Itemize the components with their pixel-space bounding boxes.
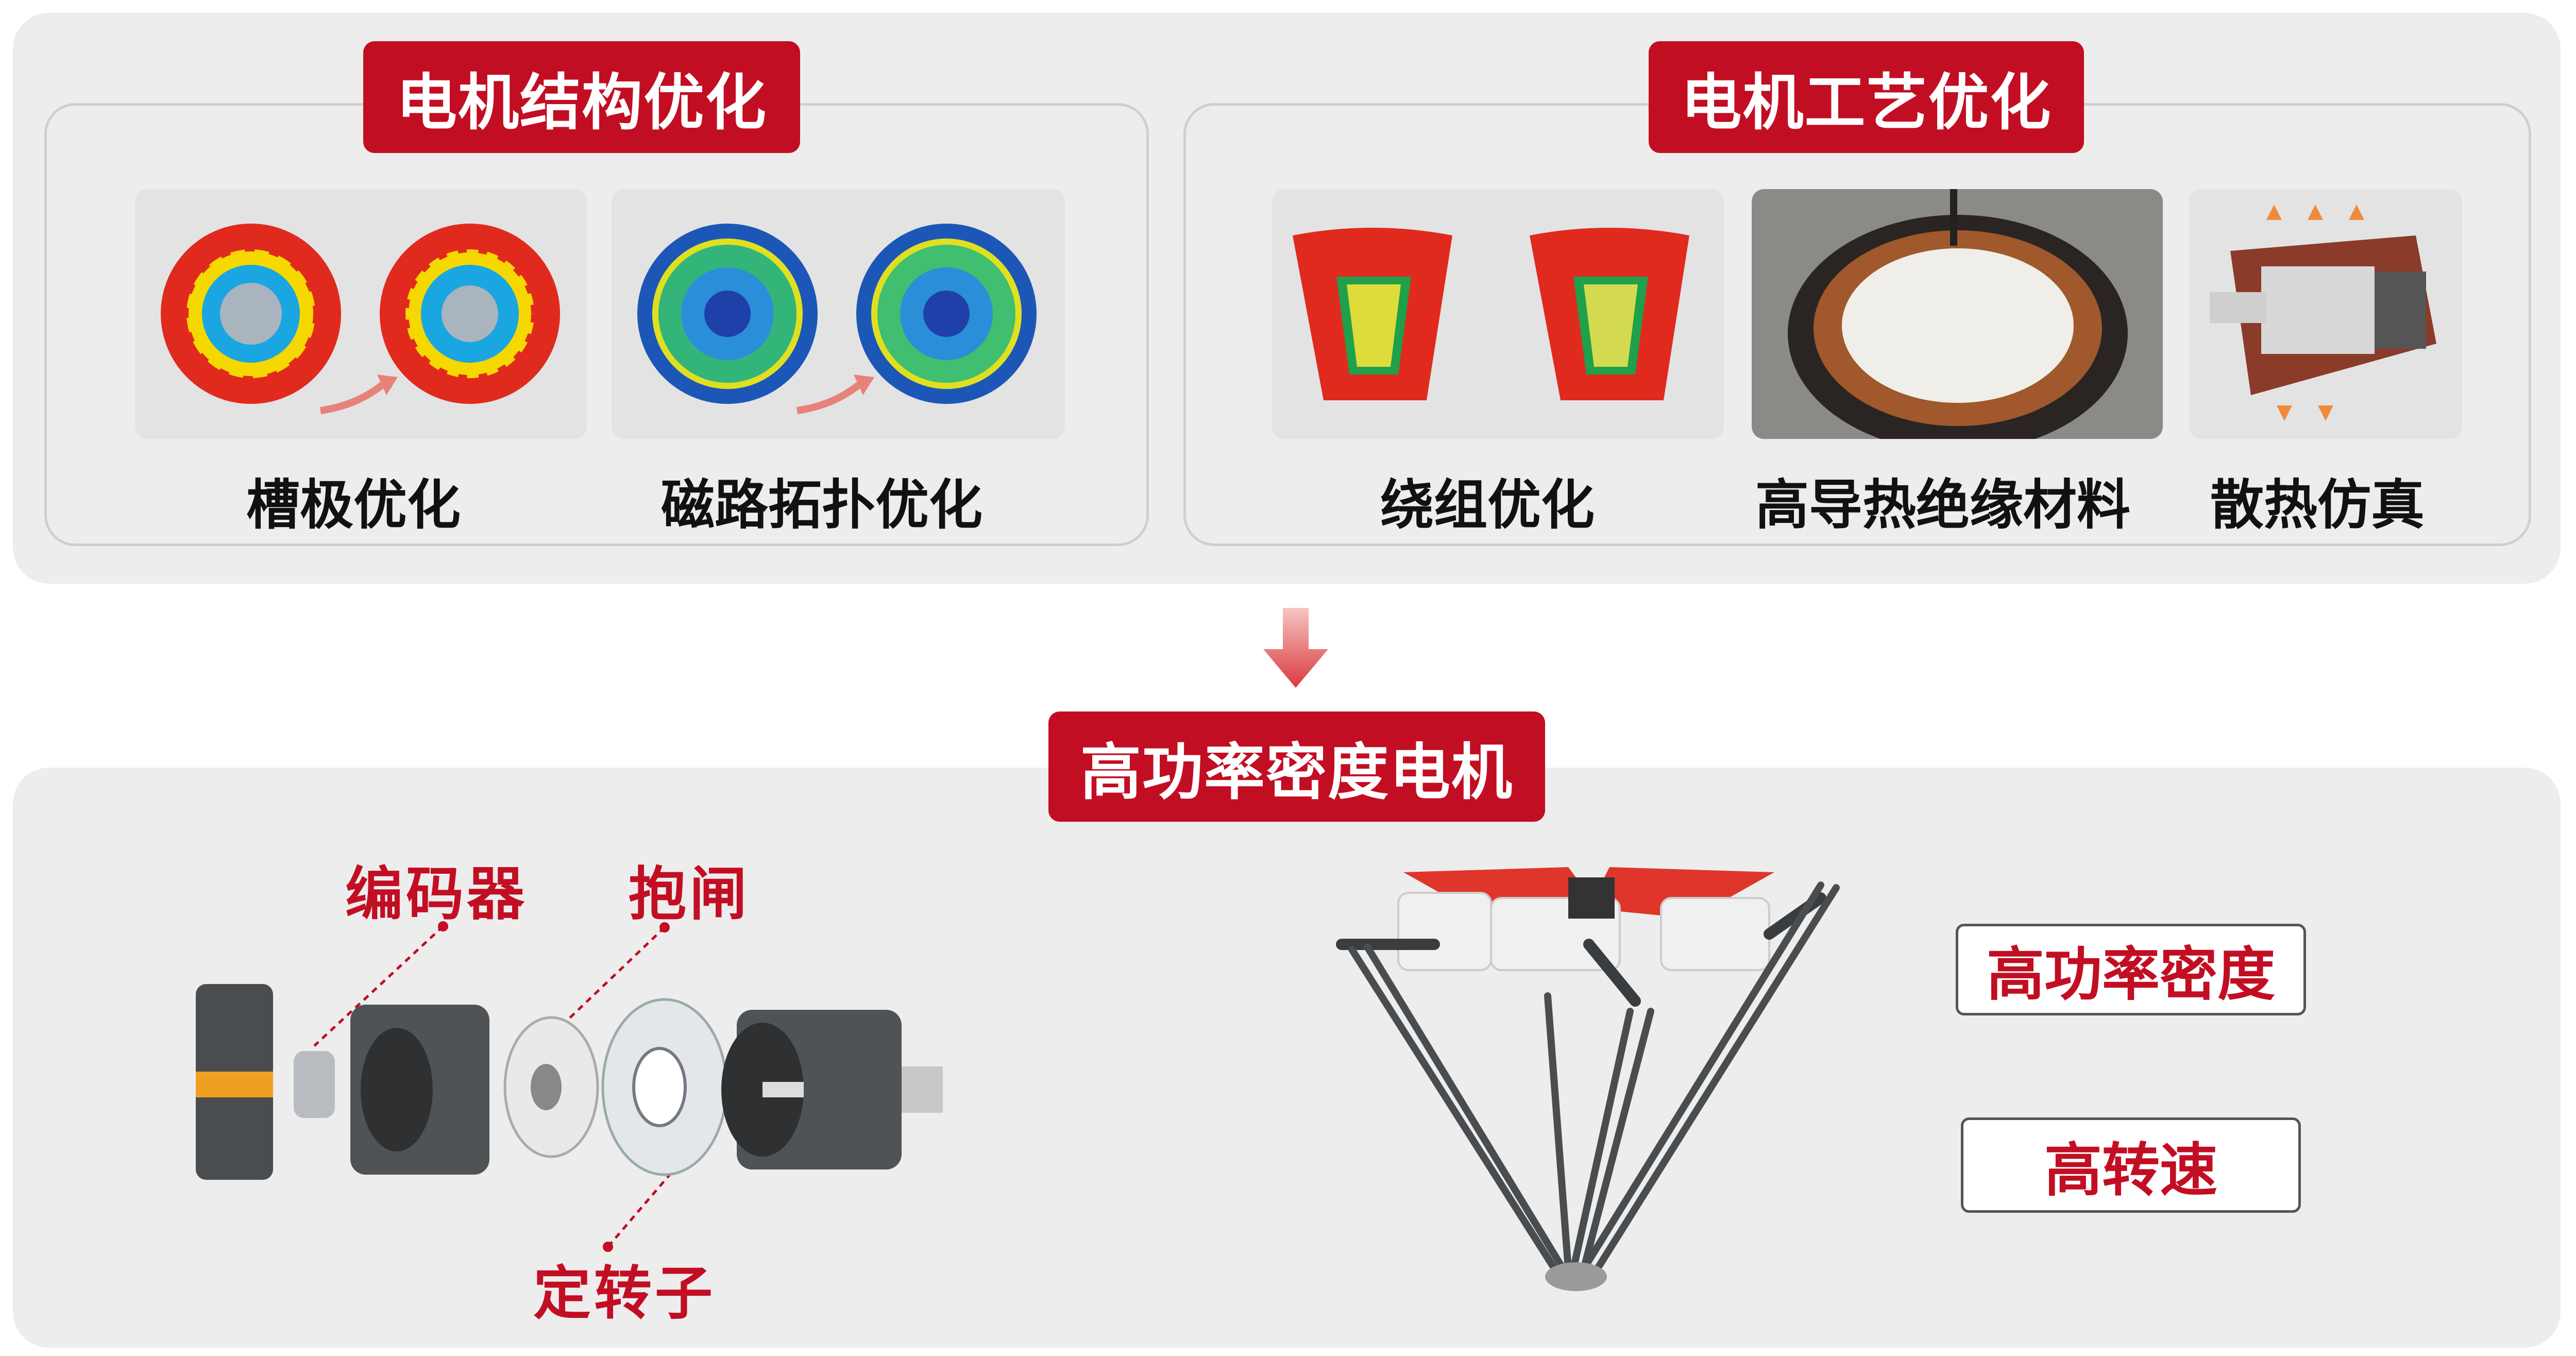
thermal-simulation-label: 散热仿真	[2210, 473, 2425, 536]
arrow-icon	[320, 382, 385, 414]
encoder-cover	[196, 984, 273, 1180]
brake	[503, 1016, 599, 1158]
structure-title: 电机结构优化	[363, 41, 800, 153]
magnetic-topology-image	[612, 189, 1065, 439]
insulation-material-label: 高导热绝缘材料	[1755, 473, 2131, 536]
slot-pole-image	[135, 189, 587, 439]
brake-label: 抱闸	[629, 860, 750, 928]
encoder-label: 编码器	[345, 860, 528, 928]
feature-high-speed: 高转速	[1961, 1117, 2301, 1213]
winding-image	[1272, 189, 1724, 439]
insulation-material-image	[1752, 189, 2163, 439]
thermal-simulation-image	[2189, 189, 2462, 439]
stator-rotor	[601, 998, 728, 1176]
feature-high-power-density: 高功率密度	[1956, 924, 2306, 1015]
motor-housing	[721, 1010, 943, 1169]
slot-pole-label: 槽极优化	[246, 473, 461, 536]
rotor-after	[380, 224, 560, 404]
stator-rotor-label: 定转子	[533, 1260, 716, 1327]
bottom-title: 高功率密度电机	[1048, 711, 1545, 822]
winding-label: 绕组优化	[1380, 473, 1595, 536]
motor-exploded-view	[196, 921, 943, 1252]
encoder	[294, 1051, 335, 1118]
delta-robot-image	[1336, 867, 1840, 1291]
rotor-before	[161, 224, 341, 404]
down-arrow-icon	[1263, 608, 1328, 688]
magnetic-topology-label: 磁路拓扑优化	[660, 473, 983, 536]
brake-housing	[350, 1005, 489, 1175]
process-title: 电机工艺优化	[1649, 41, 2084, 153]
